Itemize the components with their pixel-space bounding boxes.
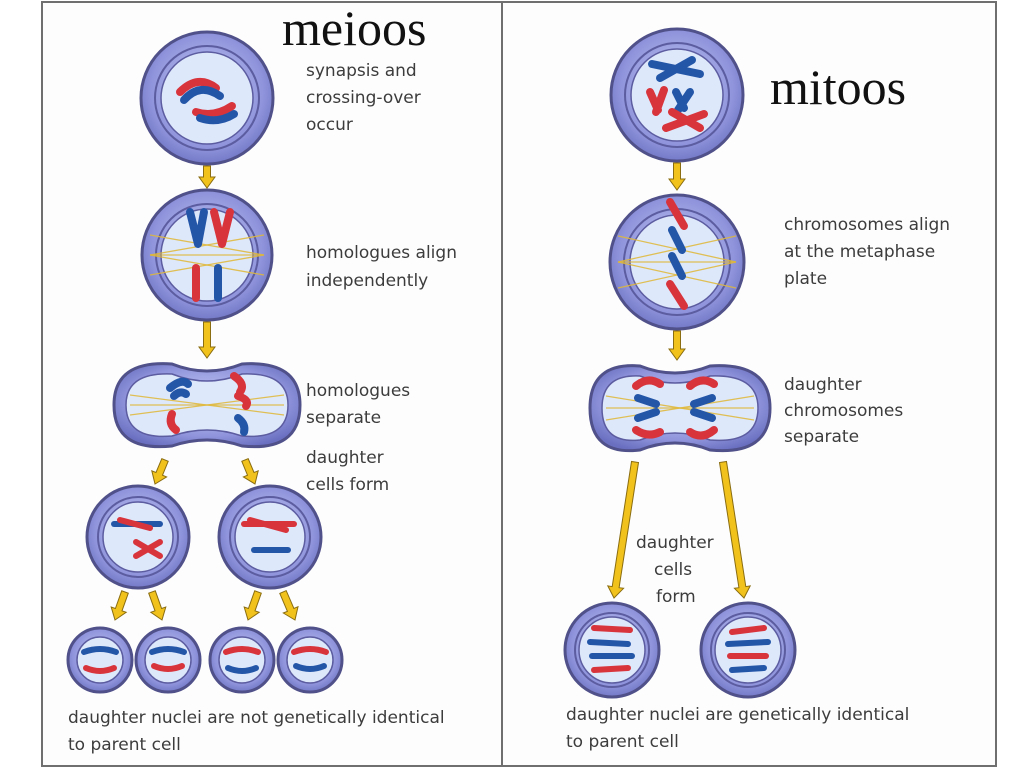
mitosis-arrow-3 <box>606 460 640 599</box>
meiosis-arrow-6 <box>148 590 167 621</box>
meiosis-daughter-cell-right <box>217 484 323 590</box>
svg-text:to parent cell: to parent cell <box>68 735 181 755</box>
meiosis-arrow-5 <box>110 590 129 621</box>
mitosis-cell-prophase <box>609 27 745 163</box>
meiosis-cell-align <box>140 188 274 322</box>
svg-text:daughter: daughter <box>306 448 384 468</box>
mitosis-text-anaphase: daughter chromosomes separate <box>784 375 903 447</box>
svg-text:chromosomes align: chromosomes align <box>784 215 950 235</box>
svg-text:cells form: cells form <box>306 475 389 495</box>
svg-text:daughter: daughter <box>636 533 714 553</box>
meiosis-text-align: homologues align independently <box>306 243 457 291</box>
svg-text:separate: separate <box>784 427 859 447</box>
svg-text:homologues: homologues <box>306 381 410 401</box>
svg-text:daughter: daughter <box>784 375 862 395</box>
meiosis-arrow-3-shape <box>151 458 169 485</box>
svg-text:crossing-over: crossing-over <box>306 88 421 108</box>
svg-text:at the metaphase: at the metaphase <box>784 242 935 262</box>
meiosis-arrow-5-shape <box>110 590 129 621</box>
mitosis-arrow-2 <box>668 330 686 361</box>
mitosis-conclusion: daughter nuclei are genetically identica… <box>566 705 909 752</box>
mitosis-text-metaphase: chromosomes align at the metaphase plate <box>784 215 950 289</box>
meiosis-daughter-cell-left <box>85 484 191 590</box>
meiosis-arrow-7-shape <box>243 590 262 621</box>
meiosis-arrow-8-shape <box>279 589 299 621</box>
svg-text:chromosomes: chromosomes <box>784 401 903 421</box>
meiosis-granddaughter-cell-3 <box>208 626 276 694</box>
mitosis-daughter-cell-right <box>699 601 797 699</box>
svg-text:plate: plate <box>784 269 827 289</box>
meiosis-arrow-2-shape <box>198 321 216 359</box>
meiosis-granddaughter-cell-1 <box>66 626 134 694</box>
meiosis-conclusion: daughter nuclei are not genetically iden… <box>68 708 445 755</box>
meiosis-arrow-4 <box>241 458 259 485</box>
meiosis-arrow-1 <box>198 165 216 189</box>
mitosis-text-daughter-cells: daughter cells form <box>636 533 714 607</box>
meiosis-arrow-3 <box>151 458 169 485</box>
meiosis-title: meioos <box>282 0 426 56</box>
meiosis-arrow-1-shape <box>198 165 216 189</box>
mitosis-arrow-4 <box>718 460 752 599</box>
meiosis-arrow-6-shape <box>148 590 167 621</box>
mitosis-title: mitoos <box>770 59 906 115</box>
arrows-layer <box>110 162 752 621</box>
svg-text:synapsis and: synapsis and <box>306 61 417 81</box>
svg-text:separate: separate <box>306 408 381 428</box>
meiosis-arrow-8 <box>279 589 299 621</box>
mitosis-cell-anaphase <box>588 364 772 453</box>
mitosis-arrow-3-shape <box>606 460 640 599</box>
svg-text:daughter nuclei are not geneti: daughter nuclei are not genetically iden… <box>68 708 445 728</box>
svg-text:homologues align: homologues align <box>306 243 457 263</box>
svg-text:to parent cell: to parent cell <box>566 732 679 752</box>
mitosis-arrow-1 <box>668 162 686 191</box>
meiosis-cell-synapsis <box>139 30 275 166</box>
svg-text:independently: independently <box>306 271 428 291</box>
meiosis-granddaughter-cell-2 <box>134 626 202 694</box>
meiosis-text-separate: homologues separate <box>306 381 410 428</box>
svg-text:cells: cells <box>654 560 692 580</box>
mitosis-cell-metaphase <box>608 193 746 331</box>
mitosis-daughter-cell-left <box>563 601 661 699</box>
meiosis-text-daughter-cells: daughter cells form <box>306 448 389 495</box>
mitosis-arrow-1-shape <box>668 162 686 191</box>
svg-text:occur: occur <box>306 115 353 135</box>
meiosis-cell-separate <box>112 362 302 449</box>
meiosis-granddaughter-cell-4 <box>276 626 344 694</box>
meiosis-arrow-7 <box>243 590 262 621</box>
meiosis-arrow-4-shape <box>241 458 259 485</box>
svg-text:daughter nuclei are geneticall: daughter nuclei are genetically identica… <box>566 705 909 725</box>
meiosis-arrow-2 <box>198 321 216 359</box>
mitosis-arrow-2-shape <box>668 330 686 361</box>
mitosis-arrow-4-shape <box>718 460 752 599</box>
meiosis-text-synapsis: synapsis and crossing-over occur <box>306 61 421 135</box>
svg-text:form: form <box>656 587 696 607</box>
